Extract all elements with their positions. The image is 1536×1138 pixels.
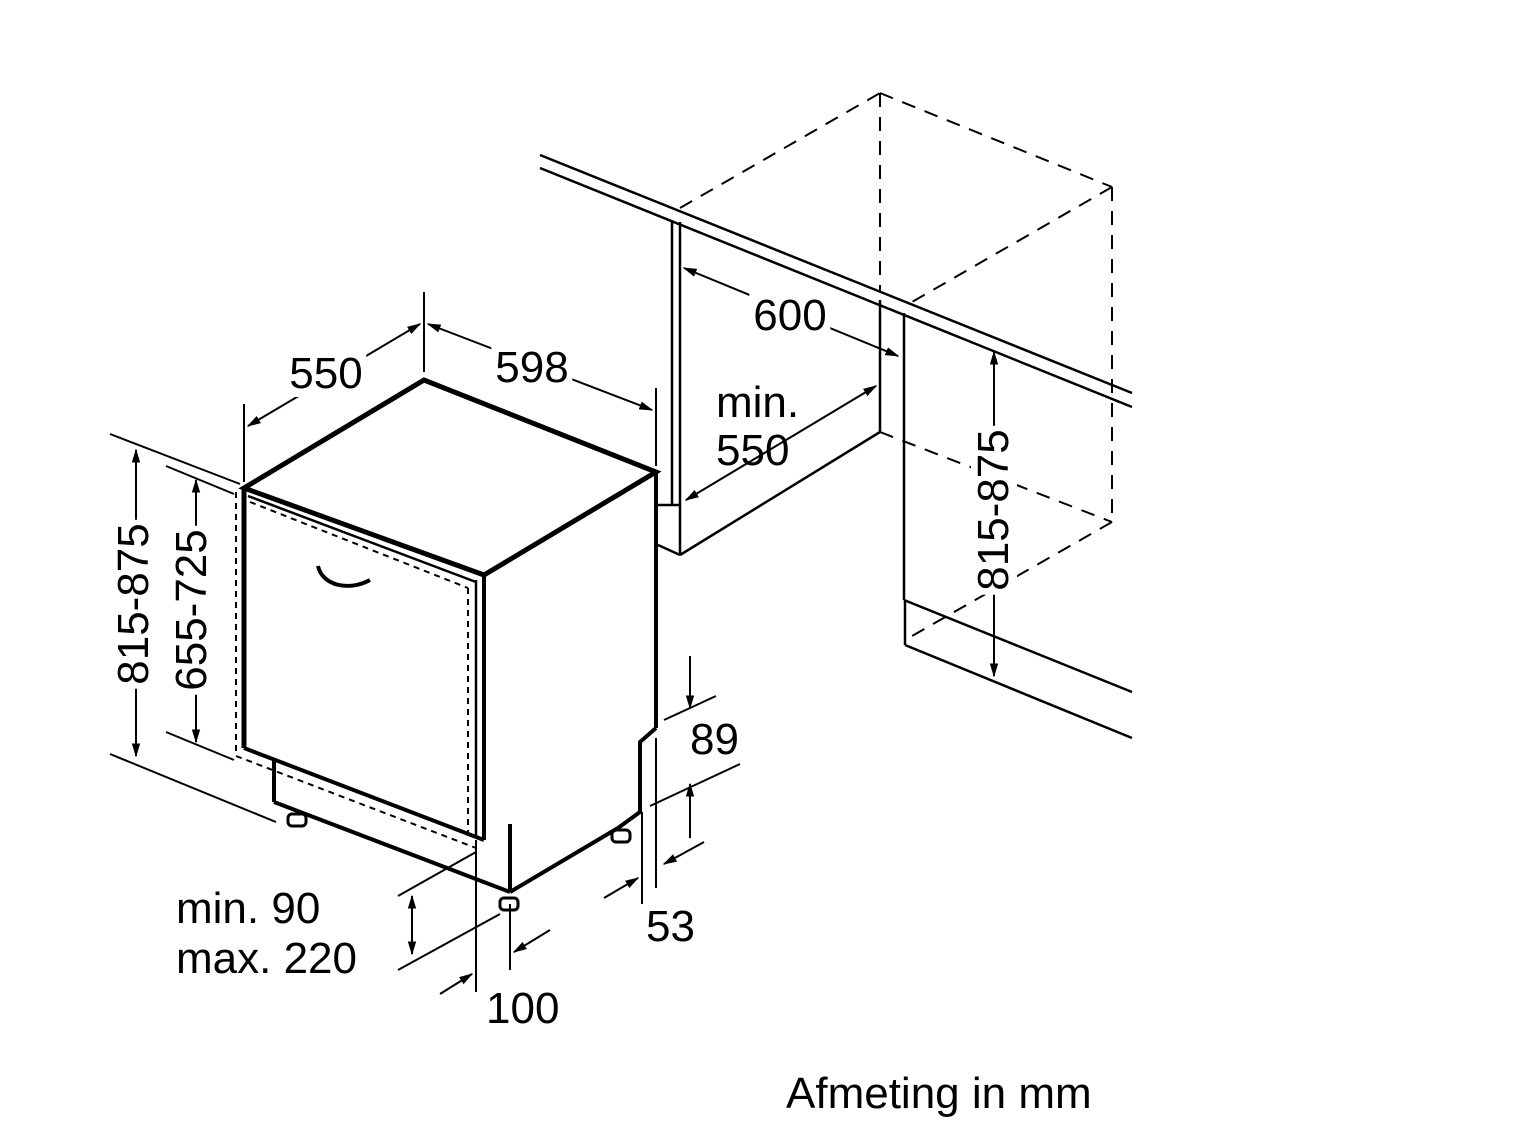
- dishwasher-body: [235, 377, 662, 912]
- dim-plinth-height-max: max. 220: [176, 934, 357, 983]
- dim-niche-depth-line2: 550: [716, 426, 790, 475]
- units-caption: Afmeting in mm: [786, 1069, 1092, 1118]
- dimension-lines: [109, 267, 999, 995]
- dim-door-height: 655-725: [167, 525, 216, 695]
- dim-height-left: 815-875: [109, 519, 158, 689]
- dim-niche-height: 815-875: [969, 425, 1018, 595]
- dim-foot-offset-100: 100: [486, 984, 560, 1033]
- dim-niche-width-600: 600: [749, 293, 831, 339]
- dim-niche-depth-line1: min.: [716, 378, 800, 427]
- dim-plinth-height-min: min. 90: [176, 884, 321, 933]
- kitchen-niche: [539, 92, 1133, 740]
- dim-plinth-depth-53: 53: [646, 902, 695, 951]
- dim-top-offset-89: 89: [690, 715, 739, 764]
- dim-depth-550: 550: [285, 351, 367, 397]
- dim-width-598: 598: [491, 345, 573, 391]
